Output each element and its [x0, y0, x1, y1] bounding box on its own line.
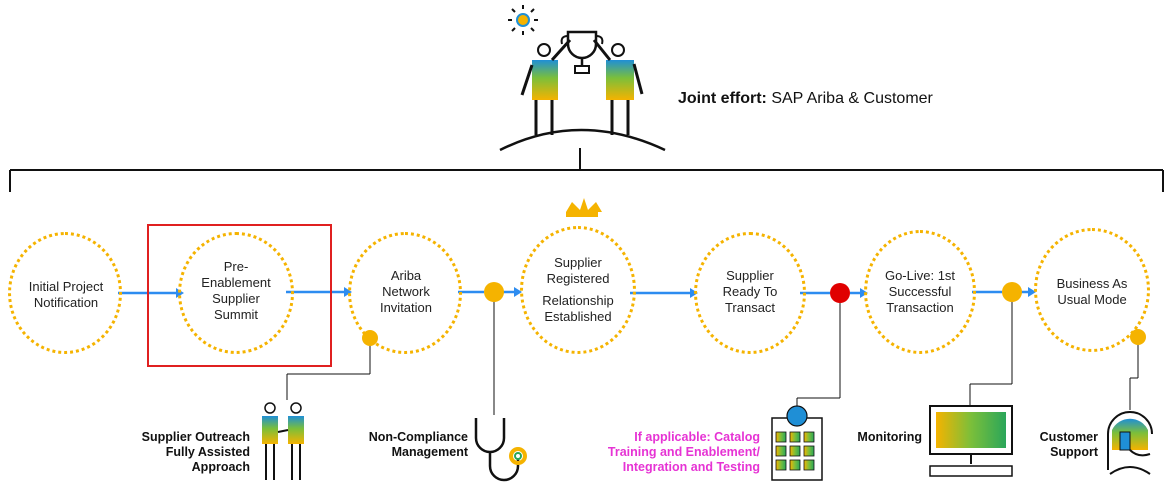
- stage-supplier-ready-to-transact: [694, 232, 806, 354]
- stage-business-as-usual: [1034, 228, 1150, 352]
- stage-5-line-2: Ready To: [722, 284, 778, 299]
- callout-catalog-line-2: Training and Enablement/: [607, 445, 760, 459]
- sun-icon: [508, 5, 538, 35]
- celebrating-people-illustration: [499, 38, 666, 152]
- stage-2-line-4: Summit: [213, 307, 259, 322]
- callout-noncompliance-line-2: Management: [391, 445, 468, 459]
- stage-4-line-1: Supplier: [554, 255, 602, 270]
- callout-catalog-line-1: If applicable: Catalog: [634, 430, 760, 444]
- callout-customer-support: Customer Support: [1030, 430, 1098, 460]
- scope-bracket: [9, 148, 1164, 192]
- stage-2-label: Pre- Enablement Supplier Summit: [184, 259, 288, 323]
- headset-icon: [1107, 411, 1153, 475]
- callout-noncompliance-line-1: Non-Compliance: [368, 430, 468, 444]
- joint-effort-bold: Joint effort:: [678, 90, 767, 107]
- stage-4-line-4: Established: [544, 309, 612, 324]
- joint-effort-text: SAP Ariba & Customer: [771, 90, 933, 107]
- stage-ariba-network-invitation: [348, 232, 462, 354]
- stage-7-label: Business As Usual Mode: [1040, 276, 1144, 308]
- stage-4-line-3: Relationship: [542, 293, 614, 308]
- stage-7-line-1: Business As: [1056, 276, 1128, 291]
- stage-3-line-2: Network: [382, 284, 430, 299]
- stethoscope-icon: [474, 418, 527, 482]
- callout-catalog-line-3: Integration and Testing: [622, 460, 760, 474]
- catalog-rack-icon: [771, 405, 823, 481]
- stage-1-line-1: Initial Project: [28, 279, 104, 294]
- joint-effort-label: Joint effort: SAP Ariba & Customer: [678, 90, 933, 108]
- callout-support-line-1: Customer: [1039, 430, 1098, 444]
- stage-4-label: Supplier Registered Relationship Establi…: [526, 255, 630, 325]
- stage-initial-project-notification: [8, 232, 122, 354]
- callout-support-line-2: Support: [1050, 445, 1098, 459]
- callout-monitoring: Monitoring: [834, 430, 922, 445]
- callout-non-compliance: Non-Compliance Management: [350, 430, 468, 460]
- stage-3-line-3: Invitation: [379, 300, 433, 315]
- stage-2-line-2: Enablement: [201, 275, 271, 290]
- stage-6-line-2: Successful: [888, 284, 952, 299]
- stage-1-line-2: Notification: [33, 295, 99, 310]
- stage-6-label: Go-Live: 1st Successful Transaction: [868, 268, 972, 316]
- stage-6-line-3: Transaction: [886, 300, 954, 315]
- stage-5-line-3: Transact: [724, 300, 776, 315]
- callout-outreach-line-3: Approach: [191, 460, 250, 474]
- stage-4-line-2: Registered: [546, 271, 610, 286]
- stage-go-live: [864, 230, 976, 354]
- handshake-icon: [262, 402, 304, 480]
- crown-icon: [566, 198, 602, 217]
- trophy-icon: [560, 30, 604, 74]
- highlight-box: [147, 224, 332, 367]
- stage-2-line-3: Supplier: [212, 291, 260, 306]
- callout-supplier-outreach: Supplier Outreach Fully Assisted Approac…: [110, 430, 250, 475]
- stage-5-line-1: Supplier: [726, 268, 774, 283]
- callout-catalog: If applicable: Catalog Training and Enab…: [600, 430, 760, 475]
- stage-3-label: Ariba Network Invitation: [354, 268, 458, 316]
- stage-1-label: Initial Project Notification: [14, 279, 118, 311]
- stage-supplier-registered: [520, 226, 636, 354]
- callout-outreach-line-1: Supplier Outreach: [141, 430, 250, 444]
- stage-6-line-1: Go-Live: 1st: [884, 268, 956, 283]
- stage-3-line-1: Ariba: [390, 268, 422, 283]
- stage-pre-enablement-supplier-summit: [178, 232, 294, 354]
- stage-5-label: Supplier Ready To Transact: [698, 268, 802, 316]
- callout-monitoring-line-1: Monitoring: [857, 430, 922, 444]
- stage-7-line-2: Usual Mode: [1057, 292, 1127, 307]
- monitor-icon: [929, 405, 1013, 477]
- callout-outreach-line-2: Fully Assisted: [165, 445, 250, 459]
- stage-2-line-1: Pre-: [223, 259, 249, 274]
